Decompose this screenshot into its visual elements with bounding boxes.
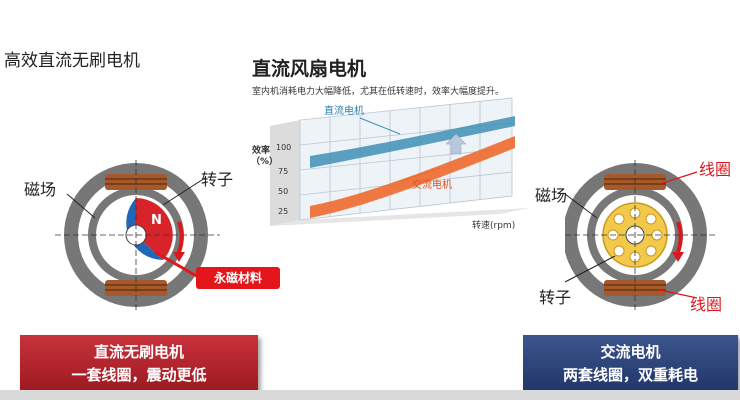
y-tick-100: 100: [276, 143, 291, 152]
y-tick-50: 50: [278, 187, 288, 196]
ac-card-title: 交流电机: [600, 343, 661, 361]
ac-motor-summary-card: 交流电机 两套线圈，双重耗电: [523, 335, 738, 390]
fan-chart-subtitle: 室内机消耗电力大幅降低，尤其在低转速时，效率大幅度提升。: [252, 87, 505, 97]
page-title: 高效直流无刷电机: [4, 51, 140, 71]
ac-rotation-arrow-icon: [676, 221, 683, 253]
dc-efficiency-band: [310, 116, 515, 168]
dc-card-title: 直流无刷电机: [93, 343, 184, 361]
ac-rotor-bars: [607, 207, 663, 263]
chart-side-panel: [270, 120, 300, 226]
dc-motor-diagram: N S: [55, 160, 220, 312]
ac-card-desc: 两套线圈，双重耗电: [562, 366, 698, 384]
dc-rotor-label: 转子: [201, 170, 234, 189]
ac-magnetic-field-label: 磁场: [535, 186, 568, 205]
y-tick-25: 25: [278, 207, 288, 216]
pole-s-text: S: [111, 241, 120, 256]
magnet-material-badge: 永磁材料: [196, 267, 280, 289]
magnet-north-pole: [136, 198, 173, 260]
ac-series-label: 交流电机: [412, 178, 452, 191]
dc-motor-summary-card: 直流无刷电机 一套线圈，震动更低: [20, 335, 258, 390]
ac-coil-top-label: 线圈: [699, 160, 732, 179]
dc-card-desc: 一套线圈，震动更低: [71, 366, 207, 384]
ac-coil-bottom-label: 线圈: [690, 295, 723, 314]
x-axis-label: 转速(rpm): [472, 219, 515, 231]
bottom-band: [0, 390, 740, 400]
fan-chart-title: 直流风扇电机: [252, 58, 367, 80]
dc-magnetic-field-label: 磁场: [24, 180, 57, 199]
ac-motor-diagram: [565, 160, 715, 312]
pole-n-text: N: [151, 213, 162, 228]
rotation-arrow-icon: [177, 221, 184, 253]
y-tick-75: 75: [278, 167, 288, 176]
dc-series-label: 直流电机: [324, 104, 364, 117]
improvement-arrow-icon: [445, 133, 467, 155]
ac-efficiency-band: [310, 136, 515, 218]
ac-rotor-label: 转子: [539, 288, 572, 307]
fan-efficiency-chart: 100 75 50 25 直流电机 交流电机 转速(rpm): [270, 97, 530, 231]
y-axis-label: 效率（%）: [251, 146, 279, 167]
